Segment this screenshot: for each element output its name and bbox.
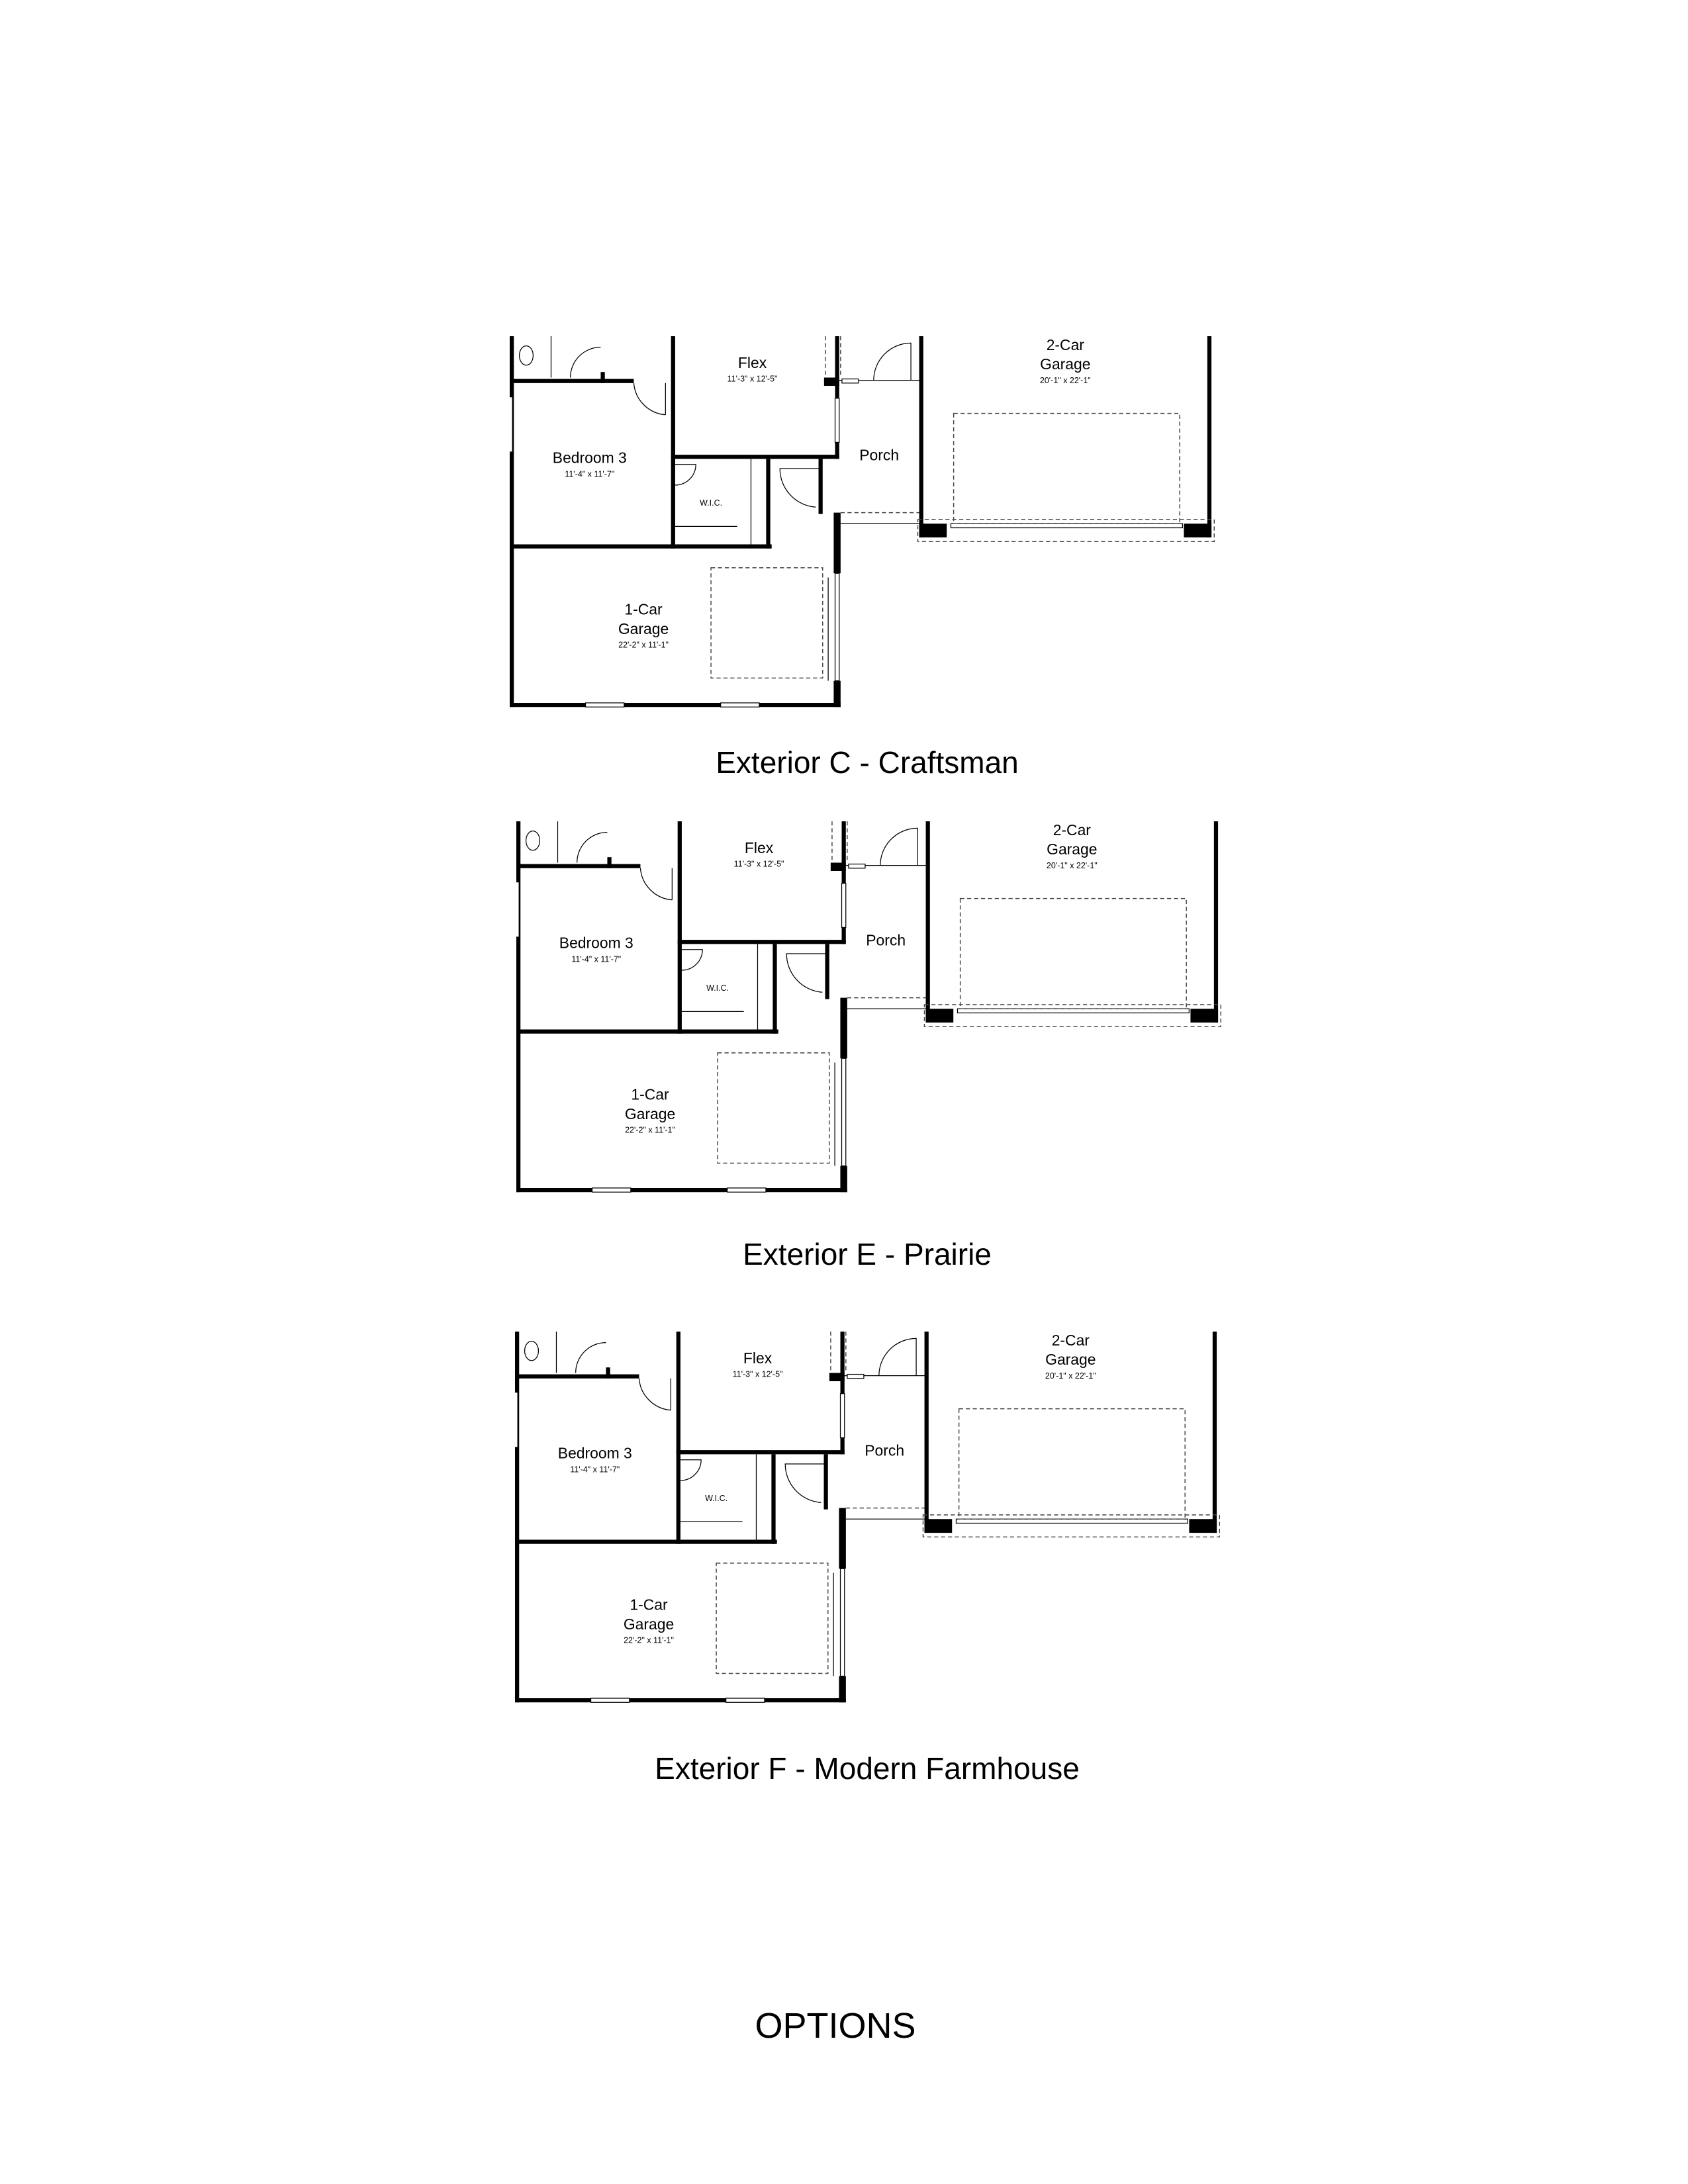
room-name-1-car-garage: Garage xyxy=(625,1105,675,1122)
door-swing-icon xyxy=(575,1342,606,1373)
window xyxy=(510,396,513,453)
room-dims-2-car-garage: 20'-1" x 22'-1" xyxy=(1047,861,1098,870)
room-name-1-car: 1-Car xyxy=(630,1596,668,1614)
room-name-1-car: 1-Car xyxy=(631,1086,669,1103)
wall xyxy=(510,336,514,707)
room-name-2-car-garage: Garage xyxy=(1047,841,1097,858)
room-dims-flex: 11'-3" x 12'-5" xyxy=(733,1370,783,1379)
room-name-bedroom-3: Bedroom 3 xyxy=(558,1445,632,1462)
room-name-1-car-garage: Garage xyxy=(618,620,669,637)
room-dims-bedroom-3: 11'-4" x 11'-7" xyxy=(565,469,614,478)
room-name-flex: Flex xyxy=(743,1349,773,1367)
room-name-bedroom-3: Bedroom 3 xyxy=(559,934,633,952)
door-swing-icon xyxy=(570,347,601,378)
window xyxy=(516,882,520,938)
room-dims-1-car-garage: 22'-2" x 11'-1" xyxy=(618,641,669,650)
room-dims-flex: 11'-3" x 12'-5" xyxy=(734,860,784,869)
room-name-wic: W.I.C. xyxy=(706,983,729,993)
room-name-1-car-garage: Garage xyxy=(624,1615,674,1633)
door-swing-icon xyxy=(577,832,608,863)
room-dims-flex: 11'-3" x 12'-5" xyxy=(727,375,778,384)
floor-plan-drawing: Flex 11'-3" x 12'-5" Bedroom 3 11'-4" x … xyxy=(510,336,1215,707)
room-name-flex: Flex xyxy=(745,839,774,856)
room-dims-2-car-garage: 20'-1" x 22'-1" xyxy=(1045,1371,1096,1381)
car-outline xyxy=(959,897,1187,1009)
room-dims-bedroom-3: 11'-4" x 11'-7" xyxy=(570,1465,620,1474)
floor-plan-exterior-f: Flex 11'-3" x 12'-5" Bedroom 3 11'-4" x … xyxy=(515,1332,1232,1731)
floor-plan-drawing: Flex 11'-3" x 12'-5" Bedroom 3 11'-4" x … xyxy=(516,821,1221,1193)
room-dims-1-car-garage: 22'-2" x 11'-1" xyxy=(625,1126,675,1135)
sink-icon xyxy=(524,1340,539,1361)
options-title: OPTIONS xyxy=(755,2006,916,2046)
room-name-2-car: 2-Car xyxy=(1047,336,1085,353)
room-name-bedroom-3: Bedroom 3 xyxy=(553,449,627,467)
plan-caption: Exterior C - Craftsman xyxy=(716,745,1019,780)
car-outline xyxy=(710,567,823,679)
room-name-1-car: 1-Car xyxy=(624,601,663,618)
car-outline xyxy=(716,1563,829,1674)
floor-plan-drawing: Flex 11'-3" x 12'-5" Bedroom 3 11'-4" x … xyxy=(515,1332,1220,1703)
room-name-wic: W.I.C. xyxy=(700,498,722,508)
wall xyxy=(516,821,521,1193)
room-name-porch: Porch xyxy=(866,931,906,948)
window xyxy=(726,1698,765,1703)
sink-icon xyxy=(518,345,534,366)
sink-icon xyxy=(525,830,541,851)
room-dims-1-car-garage: 22'-2" x 11'-1" xyxy=(624,1636,674,1645)
room-dims-2-car-garage: 20'-1" x 22'-1" xyxy=(1040,376,1091,385)
room-name-flex: Flex xyxy=(738,354,767,371)
floor-plan-exterior-c: Flex 11'-3" x 12'-5" Bedroom 3 11'-4" x … xyxy=(510,336,1227,736)
window xyxy=(720,702,760,707)
room-name-porch: Porch xyxy=(865,1441,904,1459)
room-dims-bedroom-3: 11'-4" x 11'-7" xyxy=(571,954,621,964)
window xyxy=(727,1187,767,1193)
window xyxy=(585,702,625,707)
room-name-wic: W.I.C. xyxy=(705,1494,727,1503)
room-name-2-car: 2-Car xyxy=(1053,821,1092,839)
room-name-2-car-garage: Garage xyxy=(1045,1351,1096,1368)
car-outline xyxy=(958,1408,1186,1520)
floor-plan-exterior-e: Flex 11'-3" x 12'-5" Bedroom 3 11'-4" x … xyxy=(516,821,1233,1221)
plan-caption: Exterior E - Prairie xyxy=(743,1237,992,1271)
car-outline xyxy=(953,412,1180,524)
wall xyxy=(515,1332,520,1703)
room-name-2-car-garage: Garage xyxy=(1040,355,1090,373)
room-name-porch: Porch xyxy=(859,446,899,463)
window xyxy=(515,1392,518,1448)
window xyxy=(590,1698,630,1703)
car-outline xyxy=(717,1052,830,1164)
plan-caption: Exterior F - Modern Farmhouse xyxy=(655,1751,1080,1786)
room-name-2-car: 2-Car xyxy=(1052,1332,1090,1349)
window xyxy=(591,1187,632,1193)
